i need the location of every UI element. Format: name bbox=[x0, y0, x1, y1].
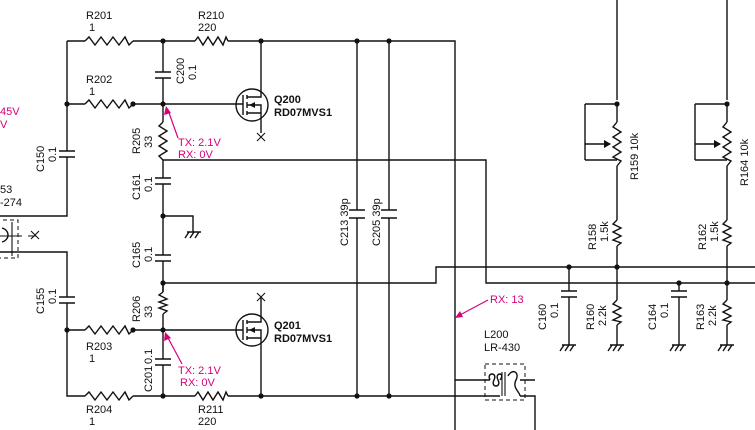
ground-symbols bbox=[559, 344, 734, 352]
label-r201: R201 bbox=[86, 10, 112, 22]
resistor-r163 bbox=[720, 299, 733, 326]
mosfet-q200 bbox=[235, 88, 269, 142]
component-labels: R201 1 R202 1 R210 220 C200 0.1 Q200 RD0… bbox=[0, 10, 751, 428]
capacitor-c164 bbox=[671, 285, 687, 302]
capacitor-c160 bbox=[561, 285, 577, 302]
resistor-r211 bbox=[194, 390, 229, 402]
label-c165-val: 0.1 bbox=[143, 247, 155, 262]
annotation-left-volt2: V bbox=[0, 119, 8, 131]
label-r163: R163 bbox=[695, 304, 707, 330]
label-r163-val: 2.2k bbox=[707, 305, 719, 326]
label-q201: Q201 bbox=[274, 320, 301, 332]
label-q201-type: RD07MVS1 bbox=[274, 333, 332, 345]
capacitor-c165 bbox=[155, 248, 171, 268]
annotation-tx-top: TX: 2.1V bbox=[178, 137, 221, 149]
annotation-rx-top: RX: 0V bbox=[178, 149, 214, 161]
voltage-annotations: TX: 2.1V RX: 0V TX: 2.1V RX: 0V RX: 13 4… bbox=[0, 106, 524, 389]
label-r204-val: 1 bbox=[89, 416, 95, 428]
label-r201-val: 1 bbox=[89, 22, 95, 34]
label-r159: R159 10k bbox=[629, 132, 641, 180]
label-c164: C164 bbox=[647, 304, 659, 330]
label-left-fragment: -274 bbox=[0, 197, 22, 209]
label-r202: R202 bbox=[86, 74, 112, 86]
label-q200: Q200 bbox=[274, 94, 301, 106]
label-r162-val: 1.5k bbox=[709, 221, 721, 242]
capacitor-c155 bbox=[59, 292, 75, 309]
label-r205-val: 33 bbox=[143, 136, 155, 148]
label-r203: R203 bbox=[86, 341, 112, 353]
resistor-r202 bbox=[84, 98, 134, 110]
inductor-l200 bbox=[484, 363, 526, 401]
resistor-r159 bbox=[611, 121, 623, 167]
label-r164: R164 10k bbox=[739, 138, 751, 186]
label-c150-val: 0.1 bbox=[47, 147, 59, 162]
label-c160-val: 0.1 bbox=[549, 303, 561, 318]
resistor-r164 bbox=[721, 121, 733, 167]
label-c201-val: 0.1 bbox=[143, 349, 155, 364]
label-r202-val: 1 bbox=[89, 86, 95, 98]
label-c150: C150 bbox=[35, 146, 47, 172]
annotation-arrows bbox=[164, 106, 489, 365]
label-c200-val: 0.1 bbox=[187, 65, 199, 80]
label-c213: C213 39p bbox=[339, 198, 351, 246]
label-left-fragment-2: 53 bbox=[0, 184, 12, 196]
capacitor-c200 bbox=[155, 60, 171, 88]
label-r160-val: 2.2k bbox=[597, 305, 609, 326]
annotation-tx-bottom: TX: 2.1V bbox=[178, 365, 221, 377]
label-c160: C160 bbox=[537, 304, 549, 330]
capacitor-c201 bbox=[155, 348, 171, 376]
capacitor-c213 bbox=[349, 209, 365, 219]
annotation-rx13: RX: 13 bbox=[490, 294, 524, 306]
label-r206-val: 33 bbox=[143, 306, 155, 318]
resistor-r210 bbox=[194, 35, 229, 47]
capacitor-c150 bbox=[59, 145, 75, 162]
trimmer-arrows bbox=[585, 140, 721, 148]
annotation-rx-bottom: RX: 0V bbox=[180, 377, 216, 389]
label-c155: C155 bbox=[35, 288, 47, 314]
label-r203-val: 1 bbox=[89, 353, 95, 365]
label-r158: R158 bbox=[587, 224, 599, 250]
label-q200-type: RD07MVS1 bbox=[274, 107, 332, 119]
left-transformer-fragment bbox=[0, 219, 19, 259]
label-r158-val: 1.5k bbox=[599, 221, 611, 242]
annotation-left-volt: 45V bbox=[0, 106, 20, 118]
label-c164-val: 0.1 bbox=[659, 303, 671, 318]
resistor-r203 bbox=[84, 324, 134, 336]
label-c161: C161 bbox=[131, 174, 143, 200]
label-c201: C201 bbox=[143, 366, 155, 392]
label-r205: R205 bbox=[131, 128, 143, 154]
resistor-r206 bbox=[157, 291, 169, 315]
label-l200: L200 bbox=[484, 329, 508, 341]
label-r210: R210 bbox=[198, 10, 224, 22]
label-c165: C165 bbox=[131, 242, 143, 268]
resistor-r205 bbox=[157, 121, 169, 161]
label-r210-val: 220 bbox=[198, 22, 216, 34]
resistor-r158 bbox=[611, 219, 623, 247]
resistor-r204 bbox=[84, 390, 134, 402]
resistor-r201 bbox=[84, 35, 134, 47]
label-c155-val: 0.1 bbox=[47, 289, 59, 304]
resistor-r160 bbox=[610, 299, 623, 326]
resistor-r162 bbox=[721, 219, 733, 247]
capacitor-c205 bbox=[381, 209, 397, 219]
label-c161-val: 0.1 bbox=[143, 177, 155, 192]
label-r160: R160 bbox=[585, 304, 597, 330]
junction-dots bbox=[64, 38, 730, 399]
capacitor-c161 bbox=[155, 172, 171, 190]
label-r204: R204 bbox=[86, 404, 112, 416]
label-r162: R162 bbox=[697, 224, 709, 250]
label-r211-val: 220 bbox=[198, 416, 216, 428]
label-r206: R206 bbox=[131, 296, 143, 322]
mosfet-q201 bbox=[235, 292, 269, 347]
label-c205: C205 39p bbox=[371, 198, 383, 246]
label-c200: C200 bbox=[175, 58, 187, 84]
label-r211: R211 bbox=[198, 404, 223, 416]
label-l200-type: LR-430 bbox=[484, 342, 520, 354]
resistors bbox=[84, 35, 733, 402]
capacitors bbox=[59, 60, 687, 376]
